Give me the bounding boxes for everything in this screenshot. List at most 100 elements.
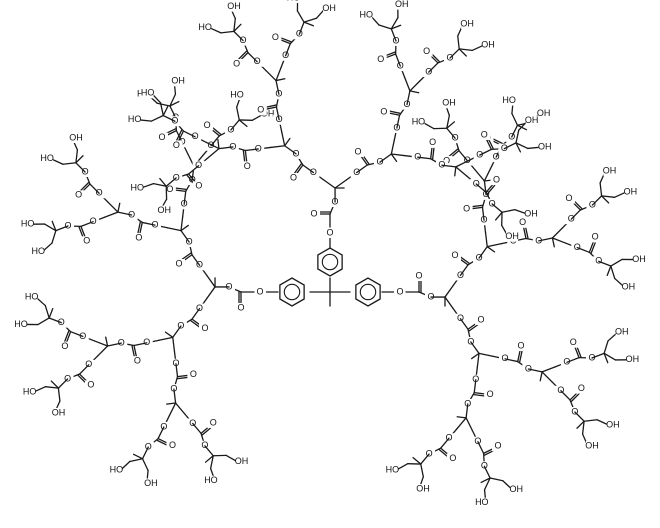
carbonyl-oxygen-label: O bbox=[493, 174, 500, 184]
bond-line bbox=[445, 286, 453, 297]
hydroxyl-label: OH bbox=[460, 19, 474, 29]
hydroxyl-label: OH bbox=[144, 478, 158, 488]
benzene-ring-right bbox=[356, 278, 380, 306]
carbonyl-bond bbox=[178, 375, 189, 376]
hydroxyl-label: OH bbox=[481, 39, 495, 49]
bond-line bbox=[552, 228, 562, 238]
methyl-bond bbox=[455, 167, 456, 176]
bond-line bbox=[391, 140, 394, 154]
carbonyl-oxygen-label: O bbox=[487, 389, 494, 399]
methyl-bond bbox=[163, 107, 167, 116]
ester-oxygen-label: O bbox=[396, 286, 403, 296]
carbonyl-oxygen-label: O bbox=[310, 208, 317, 218]
methyl-bond bbox=[106, 337, 108, 346]
hydroxyl-label: OH bbox=[157, 205, 171, 215]
bond-line bbox=[95, 341, 108, 346]
hydroxyl-label: HO bbox=[110, 465, 124, 475]
carbonyl-oxygen-label: O bbox=[257, 105, 264, 115]
hydroxyl-label: OH bbox=[442, 98, 456, 108]
hydroxyl-label: OH bbox=[622, 281, 636, 291]
carbonyl-bond bbox=[178, 377, 189, 378]
bond-line bbox=[98, 346, 108, 356]
methyl-bond bbox=[49, 309, 53, 318]
bond-line bbox=[611, 266, 615, 278]
bond-line bbox=[379, 25, 391, 29]
bond-line bbox=[173, 337, 175, 351]
bond-line bbox=[405, 78, 410, 91]
bond-line bbox=[207, 287, 215, 298]
bond-line bbox=[324, 180, 335, 188]
bond-line bbox=[410, 81, 420, 91]
carbonyl-oxygen-label: O bbox=[451, 250, 458, 260]
carbonyl-oxygen-label: O bbox=[415, 270, 422, 280]
bond-line bbox=[391, 154, 405, 156]
bond-line bbox=[604, 341, 608, 353]
benzene-ring-top bbox=[318, 248, 342, 276]
carbonyl-oxygen-label: O bbox=[578, 383, 585, 393]
carbonyl-oxygen-label: O bbox=[210, 417, 217, 427]
methyl-bond bbox=[118, 203, 120, 212]
bond-line bbox=[484, 168, 490, 181]
bond-line bbox=[457, 418, 466, 429]
carbonyl-oxygen-label: O bbox=[449, 453, 456, 463]
bond-line bbox=[52, 231, 56, 243]
bond-line bbox=[611, 259, 622, 266]
carbonyl-oxygen-label: O bbox=[201, 323, 208, 333]
hydroxyl-label: OH bbox=[615, 327, 629, 337]
hydroxyl-label: OH bbox=[603, 165, 617, 175]
bond-line bbox=[63, 163, 76, 164]
bond-line bbox=[600, 183, 602, 196]
carbonyl-oxygen-label: O bbox=[175, 258, 182, 268]
carbonyl-oxygen-label: O bbox=[233, 58, 240, 68]
hydroxyl-label: HO bbox=[230, 89, 244, 99]
carbonyl-bond bbox=[175, 188, 186, 189]
bond-line bbox=[297, 11, 304, 22]
methyl-bond bbox=[218, 140, 219, 149]
bond-line bbox=[421, 464, 424, 477]
bond-line bbox=[304, 18, 316, 22]
hydroxyl-label: OH bbox=[227, 1, 241, 11]
carbonyl-oxygen-label: O bbox=[518, 340, 525, 350]
carbonyl-oxygen-label: O bbox=[380, 106, 387, 116]
carbonyl-oxygen-label: O bbox=[592, 232, 599, 242]
hydroxyl-label: HO bbox=[21, 219, 35, 229]
bond-line bbox=[167, 228, 181, 231]
methyl-bond bbox=[540, 372, 542, 381]
bond-line bbox=[276, 68, 281, 81]
hydroxyl-label: HO bbox=[130, 182, 144, 192]
benzene-ring-right-aromatic bbox=[360, 284, 375, 299]
bond-line bbox=[542, 372, 552, 382]
hydroxyl-label: OH bbox=[416, 483, 430, 493]
bond-line bbox=[221, 31, 234, 33]
carbonyl-bond bbox=[472, 207, 483, 208]
carbonyl-oxygen-label: O bbox=[244, 161, 251, 171]
methyl-bond bbox=[457, 417, 466, 418]
hydroxyl-label: HO bbox=[141, 88, 155, 98]
carbonyl-oxygen-label: O bbox=[463, 204, 470, 214]
bond-line bbox=[512, 114, 518, 126]
bond-line bbox=[477, 353, 479, 367]
hydroxyl-label: HO bbox=[502, 95, 516, 105]
hydroxyl-label: OH bbox=[626, 354, 640, 364]
bond-line bbox=[159, 337, 173, 340]
bond-line bbox=[502, 210, 515, 213]
hydroxyl-label: OH bbox=[69, 132, 83, 142]
bond-line bbox=[181, 217, 183, 231]
hydroxyl-label: OH bbox=[171, 76, 185, 86]
carbonyl-oxygen-label: O bbox=[478, 314, 485, 324]
bond-line bbox=[458, 36, 459, 49]
carbonyl-oxygen-label: O bbox=[377, 54, 384, 64]
carbonyl-oxygen-label: O bbox=[169, 440, 176, 450]
hydroxyl-label: OH bbox=[524, 208, 538, 218]
bond-line bbox=[479, 353, 493, 356]
hydroxyl-label: HO bbox=[32, 246, 46, 256]
hydroxyl-label: OH bbox=[235, 456, 249, 466]
carbonyl-oxygen-label: O bbox=[494, 441, 501, 451]
benzene-ring-left bbox=[280, 278, 304, 306]
methyl-bond bbox=[496, 212, 502, 220]
bond-line bbox=[105, 212, 118, 217]
hydroxyl-label: HO bbox=[412, 117, 426, 127]
hydroxyl-label: OH bbox=[510, 484, 524, 494]
carbonyl-bond bbox=[474, 395, 485, 396]
